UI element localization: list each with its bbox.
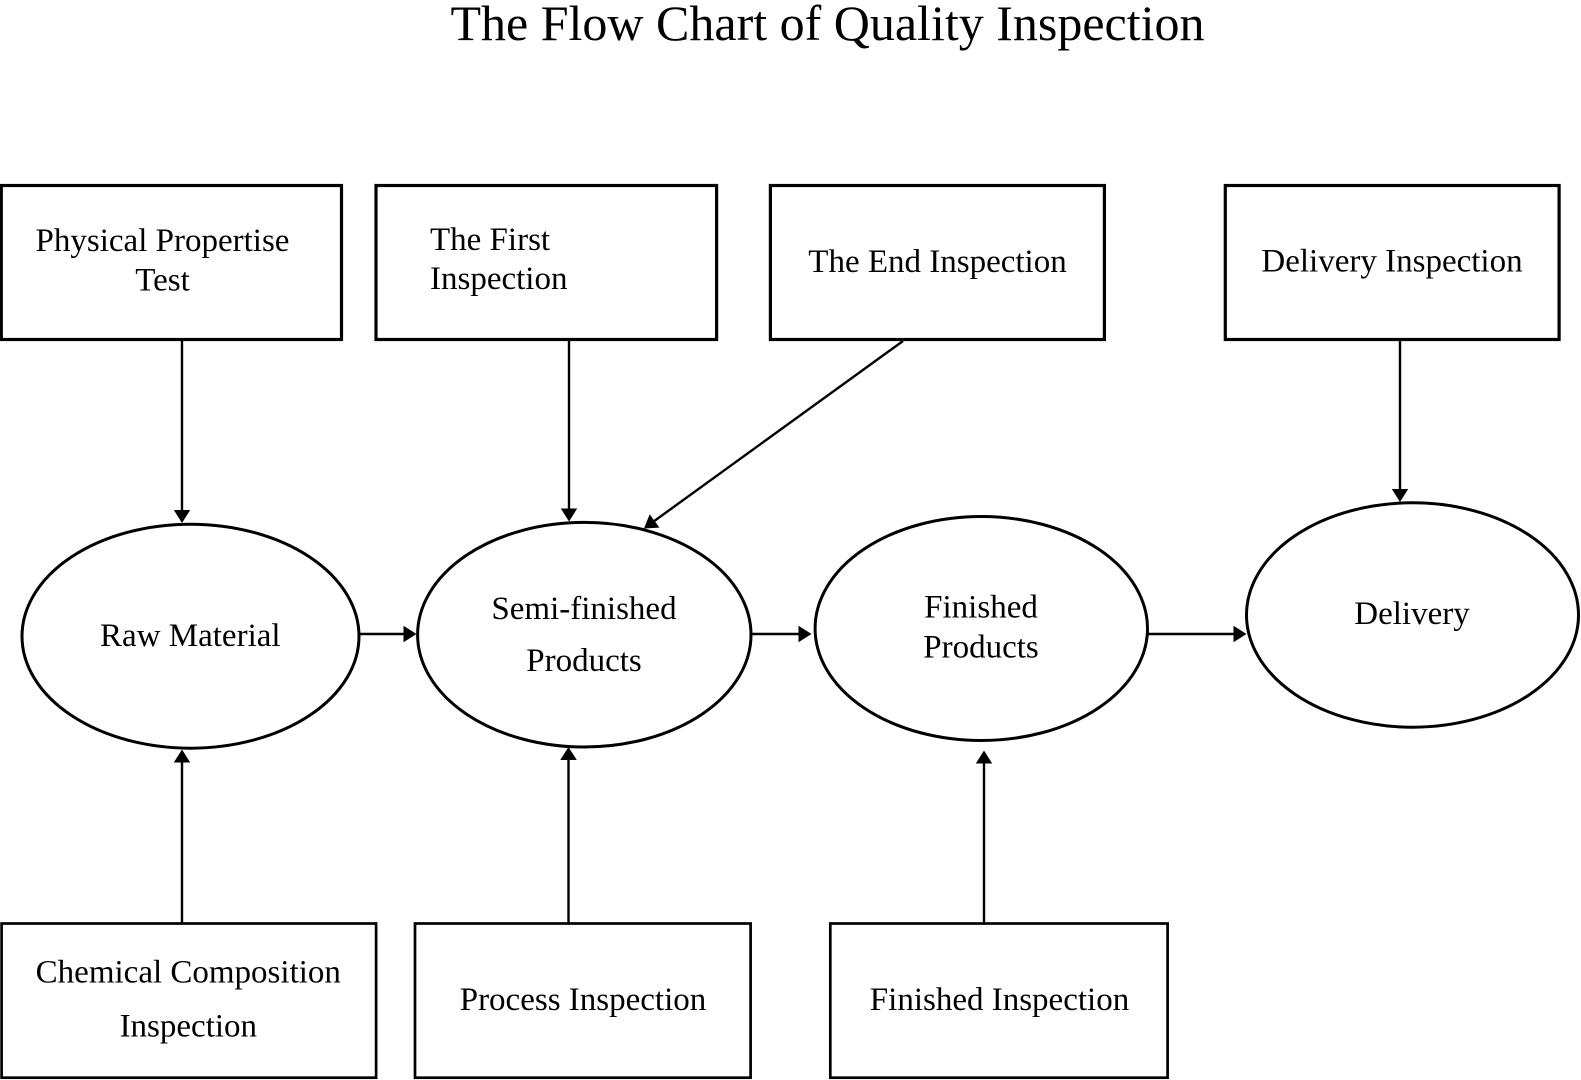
svg-text:Delivery: Delivery <box>1354 596 1470 632</box>
svg-text:Finished: Finished <box>924 590 1038 626</box>
svg-text:Chemical Composition: Chemical Composition <box>36 955 341 991</box>
svg-text:Products: Products <box>526 643 642 679</box>
svg-text:Raw Material: Raw Material <box>100 618 281 654</box>
svg-text:The Flow Chart of Quality Insp: The Flow Chart of Quality Inspection <box>450 0 1204 51</box>
svg-text:Finished Inspection: Finished Inspection <box>870 982 1129 1018</box>
svg-text:Inspection: Inspection <box>430 261 567 297</box>
svg-text:The End Inspection: The End Inspection <box>808 244 1066 280</box>
svg-text:Products: Products <box>923 630 1039 666</box>
svg-text:Physical Propertise: Physical Propertise <box>36 223 290 259</box>
svg-text:Test: Test <box>135 263 190 299</box>
svg-text:Inspection: Inspection <box>120 1009 257 1045</box>
svg-text:Semi-finished: Semi-finished <box>491 591 677 627</box>
svg-text:Process Inspection: Process Inspection <box>460 982 707 1018</box>
svg-text:Delivery Inspection: Delivery Inspection <box>1261 244 1522 280</box>
svg-text:The First: The First <box>430 222 550 258</box>
